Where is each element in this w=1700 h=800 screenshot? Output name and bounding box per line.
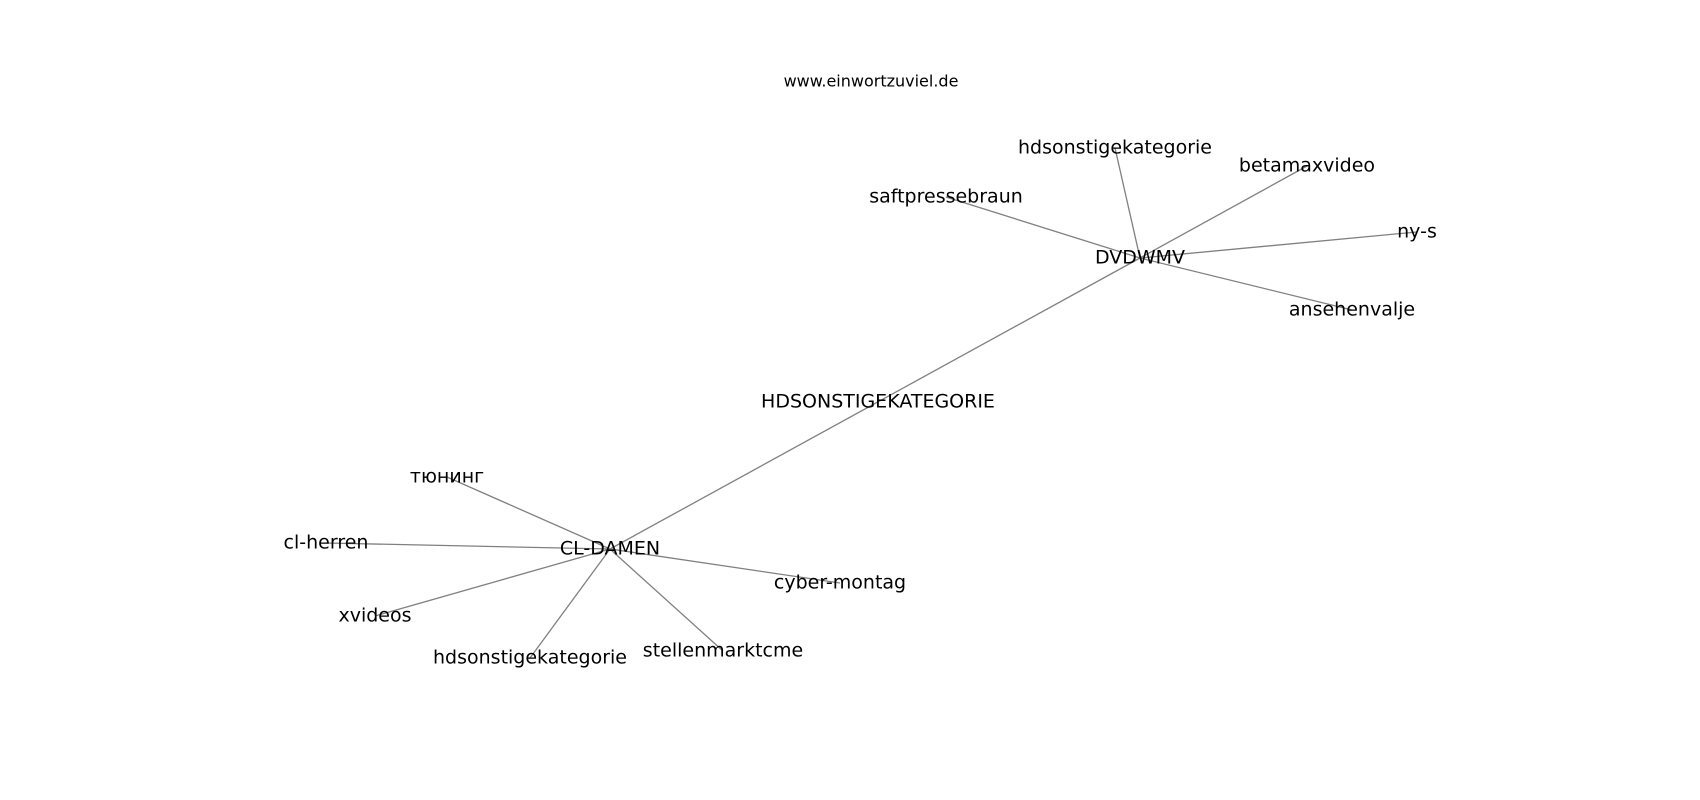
edge-cldamen-c_tuning bbox=[446, 476, 611, 550]
edge-cldamen-c_stellen bbox=[609, 548, 724, 652]
node-label-d_betamax: betamaxvideo bbox=[1239, 155, 1375, 177]
edge-dvdwmv-d_betamax bbox=[1139, 165, 1308, 259]
node-label-c_xvideos: xvideos bbox=[338, 605, 411, 627]
node-label-d_nys: ny-s bbox=[1397, 221, 1437, 243]
graph-title: www.einwortzuviel.de bbox=[784, 72, 959, 91]
node-label-d_ansehen: ansehenvalje bbox=[1289, 299, 1415, 321]
node-label-dvdwmv: DVDWMV bbox=[1095, 247, 1185, 269]
edge-dvdwmv-d_nys bbox=[1139, 231, 1418, 259]
edge-dvdwmv-d_saftpresse bbox=[945, 196, 1141, 259]
labels-layer: HDSONSTIGEKATEGORIE DVDWMV CL-DAMEN hdsonst… bbox=[284, 137, 1437, 669]
edge-cldamen-c_hdsonstige bbox=[529, 548, 611, 659]
edge-dvdwmv-cldamen bbox=[609, 257, 1141, 550]
node-label-center: HDSONSTIGEKATEGORIE bbox=[761, 391, 995, 413]
edge-cldamen-c_cyber bbox=[609, 548, 841, 584]
node-label-c_tuning: тюнинг bbox=[410, 466, 484, 488]
node-label-d_hdsonstige: hdsonstigekategorie bbox=[1018, 137, 1212, 159]
node-label-c_cyber: cyber-montag bbox=[774, 572, 906, 594]
edge-cldamen-c_clherren bbox=[325, 542, 611, 550]
edge-cldamen-c_xvideos bbox=[374, 548, 611, 617]
node-label-c_stellen: stellenmarktcme bbox=[643, 640, 803, 662]
node-label-cldamen: CL-DAMEN bbox=[560, 538, 660, 560]
edge-dvdwmv-d_hdsonstige bbox=[1114, 147, 1141, 259]
edge-dvdwmv-d_ansehen bbox=[1139, 257, 1353, 311]
node-label-d_saftpresse: saftpressebraun bbox=[869, 186, 1023, 208]
node-label-c_clherren: cl-herren bbox=[284, 532, 369, 554]
edges-layer bbox=[325, 147, 1418, 659]
node-label-c_hdsonstige: hdsonstigekategorie bbox=[433, 647, 627, 669]
